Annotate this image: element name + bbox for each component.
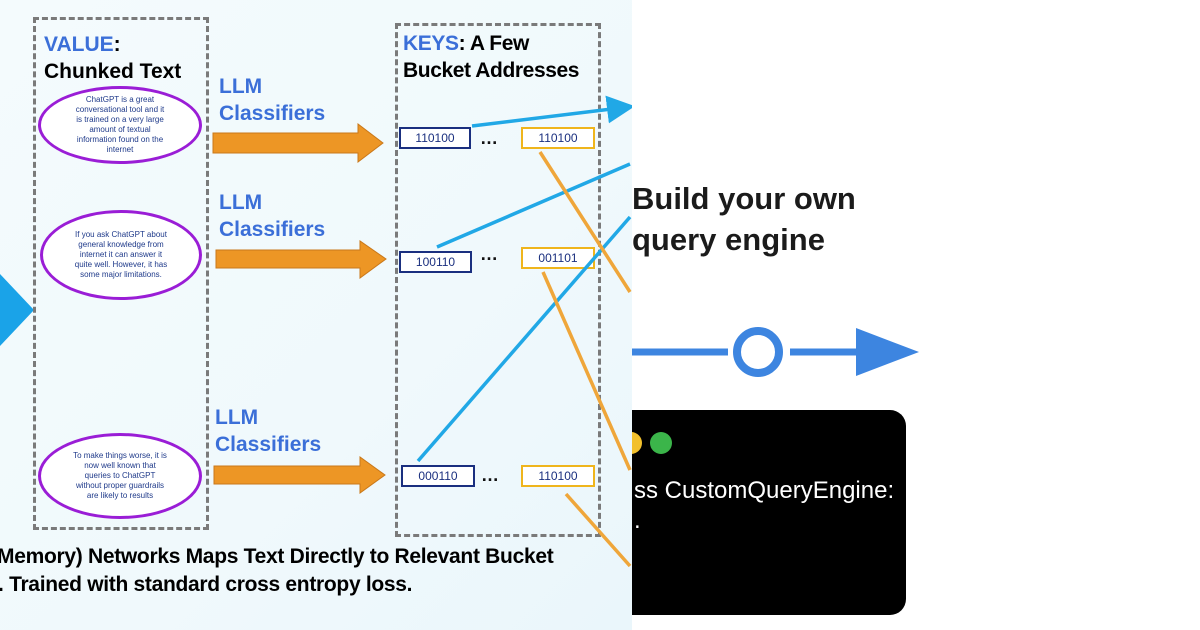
orange-arrow-icon [215, 240, 387, 279]
bucket-links [416, 95, 632, 568]
flow-arrow-icon [856, 328, 919, 376]
llm-label-line1: LLM [219, 75, 263, 98]
green-dot-icon [650, 432, 672, 454]
text-chunk-ellipse: To make things worse, it is now well kno… [38, 433, 202, 519]
bucket-key-first: 000110 [401, 465, 475, 487]
keys-title-rest: : A Few [458, 32, 530, 55]
llm-classifiers-label: LLM Classifiers [219, 73, 325, 127]
text-chunk-ellipse: If you ask ChatGPT about general knowled… [40, 210, 202, 300]
title-line2: query engine [632, 222, 825, 257]
value-colon: : [113, 33, 121, 56]
blue-links [416, 95, 632, 463]
value-subtitle: Chunked Text [44, 60, 182, 83]
code-terminal: ss CustomQueryEngine: . [632, 410, 906, 615]
bucket-key-last: 110100 [521, 465, 595, 487]
caption-line-2: . Trained with standard cross entropy lo… [0, 573, 413, 596]
caption-line-1: Memory) Networks Maps Text Directly to R… [0, 545, 554, 568]
classifier-arrows [212, 122, 387, 494]
llm-label-line1: LLM [215, 406, 259, 429]
keys-subtitle: Bucket Addresses [403, 59, 580, 82]
llm-label-line2: Classifiers [219, 218, 326, 241]
orange-arrow-icon [213, 456, 386, 494]
llm-label-line2: Classifiers [215, 433, 322, 456]
flow-node-icon [733, 327, 783, 377]
value-keyword: VALUE [44, 33, 114, 56]
text-chunk: To make things worse, it is now well kno… [73, 451, 167, 500]
value-column-box [33, 17, 209, 530]
bucket-key-first: 110100 [399, 127, 471, 149]
query-engine-title: Build your own query engine [632, 178, 856, 260]
yellow-dot-icon [632, 432, 642, 454]
bucket-key-last: 001101 [521, 247, 595, 269]
keys-keyword: KEYS [403, 32, 459, 55]
code-line-1: ss CustomQueryEngine: [634, 477, 895, 504]
flow-diagram [632, 327, 919, 377]
text-chunk: ChatGPT is a great conversational tool a… [75, 95, 165, 154]
llm-label-line2: Classifiers [219, 102, 326, 125]
orange-links [538, 151, 632, 568]
ellipsis: … [481, 465, 499, 485]
llm-classifiers-label: LLM Classifiers [219, 189, 325, 243]
title-line1: Build your own [632, 181, 856, 216]
text-chunk-ellipse: ChatGPT is a great conversational tool a… [38, 86, 202, 164]
code-line-2: . [634, 507, 641, 534]
left-panel: VALUE: Chunked Text KEYS: A Few Bucket A… [0, 0, 632, 630]
chevron-right-icon [0, 274, 34, 346]
keys-column-title: KEYS: A Few Bucket Addresses [403, 30, 579, 84]
right-panel: Build your own query engine ss CustomQue… [632, 0, 1200, 630]
keys-column-box [395, 23, 601, 537]
ellipsis: … [480, 244, 498, 264]
terminal-code: ss CustomQueryEngine: . [634, 476, 894, 536]
value-column-title: VALUE: Chunked Text [44, 31, 181, 85]
llm-classifiers-label: LLM Classifiers [215, 404, 321, 458]
llm-label-line1: LLM [219, 191, 263, 214]
bucket-key-first: 100110 [399, 251, 472, 273]
ellipsis: … [480, 128, 498, 148]
text-chunk: If you ask ChatGPT about general knowled… [74, 230, 168, 279]
bucket-key-last: 110100 [521, 127, 595, 149]
orange-arrow-icon [212, 122, 384, 164]
